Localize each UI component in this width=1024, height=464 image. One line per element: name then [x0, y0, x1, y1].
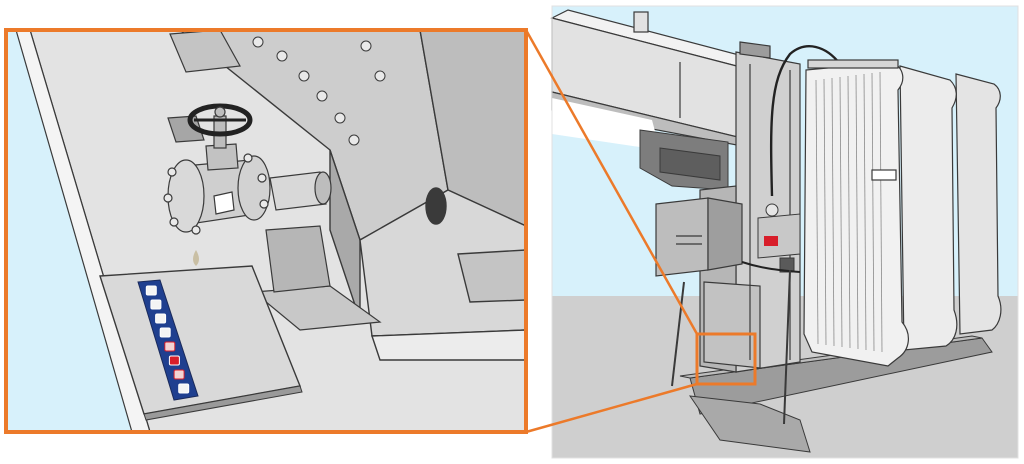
indicator-cell	[145, 285, 157, 296]
indicator-cell	[150, 299, 162, 310]
indicator-cell	[159, 327, 171, 338]
overview-frame	[551, 5, 1019, 459]
tank-wall-edge	[15, 30, 151, 432]
indicator-cell	[178, 383, 190, 394]
indicator-cell	[173, 369, 185, 380]
junction-box	[757, 203, 801, 273]
overview-highlight-box	[695, 332, 757, 386]
control-cabinet	[655, 197, 743, 277]
radiator-front	[803, 61, 909, 367]
indicator-cell	[164, 341, 176, 352]
overview-panel	[550, 5, 1019, 459]
cable	[769, 45, 841, 197]
radiator-banks	[803, 59, 1002, 367]
indicator-cell	[155, 313, 167, 324]
detail-frame	[4, 28, 528, 434]
radiator-middle	[899, 65, 958, 351]
indicator-strip	[137, 279, 199, 401]
radiator-rear	[955, 73, 1002, 335]
flange-bolts	[252, 36, 386, 146]
mounting-flange	[178, 30, 526, 361]
indicator-cell	[168, 355, 180, 366]
detail-panel	[4, 28, 528, 434]
outlet-pipe	[269, 171, 332, 211]
duct-hood	[639, 129, 729, 191]
leak-indicator-pad	[99, 265, 303, 421]
gate-valve-icon	[163, 103, 271, 235]
zoom-connectors	[524, 29, 699, 434]
support-legs	[671, 269, 791, 425]
cable-lower	[741, 261, 801, 273]
